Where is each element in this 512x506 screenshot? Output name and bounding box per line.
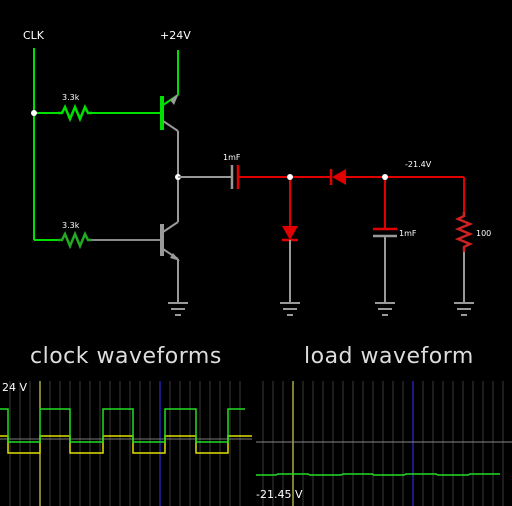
c1-label: 1mF bbox=[223, 153, 241, 162]
scope-load[interactable] bbox=[256, 381, 512, 506]
diode-d1[interactable] bbox=[282, 226, 298, 302]
scope1-grid bbox=[9, 381, 241, 506]
ground-load bbox=[454, 302, 474, 316]
scope2-grid bbox=[262, 381, 504, 506]
scope-clock[interactable] bbox=[0, 381, 252, 506]
ground-d1 bbox=[280, 302, 300, 316]
supply-label: +24V bbox=[160, 29, 191, 42]
clk-node bbox=[31, 110, 37, 116]
negative-rail[interactable] bbox=[239, 176, 465, 228]
scope1-max-label: 24 V bbox=[2, 381, 28, 394]
ground-c2 bbox=[375, 302, 395, 316]
resistor-load[interactable] bbox=[454, 212, 474, 252]
diode-d2[interactable] bbox=[329, 169, 346, 185]
c2-label: 1mF bbox=[399, 229, 417, 238]
circuit-schematic[interactable] bbox=[0, 0, 512, 340]
scope-title-clock: clock waveforms bbox=[30, 344, 222, 369]
node-d1 bbox=[287, 174, 293, 180]
load-label: 100 bbox=[476, 229, 492, 238]
scope2-min-label: -21.45 V bbox=[256, 488, 303, 501]
ground-q2 bbox=[168, 302, 188, 316]
node-voltage-label: -21.4V bbox=[405, 160, 432, 169]
capacitor-c2[interactable] bbox=[373, 227, 397, 302]
scope2-trace-green bbox=[256, 473, 500, 476]
resistor-r2[interactable] bbox=[58, 230, 92, 250]
clk-wire[interactable] bbox=[33, 48, 58, 241]
scope-title-load: load waveform bbox=[304, 344, 474, 369]
scope1-trace-yellow bbox=[0, 435, 252, 454]
scope1-trace-green bbox=[0, 408, 245, 443]
transistor-q2[interactable] bbox=[160, 177, 180, 302]
transistor-q1[interactable] bbox=[160, 50, 179, 177]
r2-label: 3.3k bbox=[62, 221, 80, 230]
node-output bbox=[382, 174, 388, 180]
capacitor-c1[interactable] bbox=[230, 165, 240, 189]
clk-label: CLK bbox=[23, 29, 45, 42]
resistor-r1[interactable] bbox=[58, 103, 92, 123]
r1-label: 3.3k bbox=[62, 93, 80, 102]
